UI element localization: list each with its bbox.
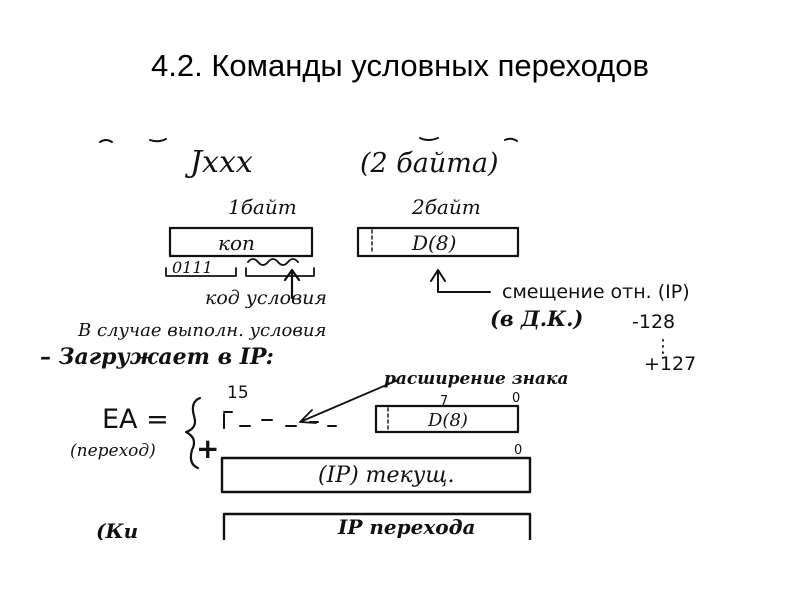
range-max: +127: [644, 353, 696, 375]
instruction-mnemonic: Jxxx: [184, 145, 253, 180]
condition-code-label: код условия: [205, 287, 327, 309]
sign-extension-arrow: [299, 379, 399, 424]
displacement-field-label: D(8): [411, 231, 456, 255]
extended-displacement-label: D(8): [427, 410, 468, 431]
bit-7-label: 7: [440, 394, 448, 409]
opcode-field-box: коп: [168, 226, 314, 258]
bottom-left-note: (Ки: [96, 519, 138, 540]
ea-brace: [184, 396, 202, 470]
top-edge-strokes: [99, 137, 518, 143]
condition-bits-squiggle: [247, 258, 299, 266]
plus-sign: +: [196, 432, 219, 465]
condition-bits-bracket: [245, 267, 315, 277]
ip-current-box: (IP) текущ.: [220, 456, 532, 494]
range-min: -128: [632, 311, 675, 333]
sign-extension-label: расширение знака: [384, 369, 569, 389]
opcode-field-label: коп: [218, 231, 255, 255]
ip-current-label: (IP) текущ.: [318, 463, 454, 488]
byte2-label: 2байт: [411, 195, 481, 219]
byte1-label: 1байт: [228, 195, 297, 219]
extended-displacement-row: D(8): [223, 404, 520, 434]
bit-0-label-bottom: 0: [514, 443, 522, 458]
range-dots: ⋮: [654, 336, 672, 357]
offset-label: смещение отн. (IP): [502, 281, 690, 303]
condition-arrow: [283, 268, 301, 300]
opcode-bits: 0111: [172, 258, 213, 277]
bit-0-label-top: 0: [512, 391, 520, 406]
opcode-bits-bracket: [165, 267, 237, 277]
displacement-field-box: D(8): [356, 226, 520, 258]
condition-note: В случае выполн. условия: [77, 320, 326, 341]
instruction-size-note: (2 байта): [360, 148, 499, 179]
load-note: – Загружает в IP:: [40, 344, 274, 370]
handwritten-scan: Jxxx (2 байта) 1байт 2байт коп D(8) 0111…: [40, 137, 696, 540]
ea-label: EA =: [102, 404, 169, 435]
offset-arrow: [430, 269, 491, 293]
transition-label: (переход): [70, 441, 156, 461]
bit-15-label: 15: [227, 383, 249, 403]
slide-title: 4.2. Команды условных переходов: [151, 48, 649, 83]
ip-target-label: IP перехода: [337, 515, 475, 539]
ip-target-box: IP перехода: [222, 512, 532, 540]
twos-complement-note: (в Д.К.): [490, 306, 583, 331]
